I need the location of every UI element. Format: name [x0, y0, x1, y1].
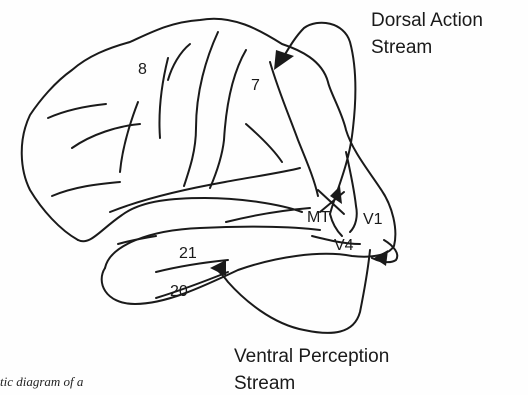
frontal-sulcus-lower	[120, 102, 138, 172]
dorsal-stream-tail	[330, 214, 342, 236]
central-sulcus	[184, 32, 218, 186]
area-8-label: 8	[138, 61, 147, 79]
frontal-bottom-sulcus	[52, 182, 120, 196]
dorsal-stream-path	[284, 23, 356, 214]
frontal-sulcus-short	[168, 44, 190, 80]
precentral-sulcus	[210, 50, 246, 188]
ventral-stream-label-line-2: Stream	[234, 370, 389, 397]
area-20-label: 20	[170, 283, 188, 301]
frontal-sulcus-upper	[159, 58, 168, 138]
area-mt-label: MT	[307, 209, 330, 227]
intraparietal-sulcus	[270, 62, 318, 196]
parietal-sulcus	[246, 124, 282, 162]
principal-sulcus	[48, 104, 106, 118]
temporal-lobe-outline	[78, 198, 302, 241]
dorsal-stream-label: Dorsal Action Stream	[371, 7, 483, 61]
ventral-stream-label-line-1: Ventral Perception	[234, 343, 389, 370]
sulcus-area-20	[156, 272, 228, 298]
area-v1-label: V1	[363, 211, 383, 229]
area-7-label: 7	[251, 77, 260, 95]
ventral-stream-path	[214, 250, 370, 333]
figure-caption-fragment: tic diagram of a	[0, 374, 83, 390]
area-21-label: 21	[179, 245, 197, 263]
area-v4-label: V4	[334, 237, 354, 255]
dorsal-stream-label-line-2: Stream	[371, 34, 483, 61]
temporal-pole-sulcus	[118, 236, 156, 244]
brain-outline	[22, 19, 396, 304]
lunate-sulcus	[346, 152, 357, 232]
superior-temporal-sulcus	[226, 208, 310, 222]
v1-arrowhead-icon	[374, 250, 388, 266]
ventral-stream-label: Ventral Perception Stream	[234, 343, 389, 397]
dorsal-arrowhead-icon	[274, 50, 294, 70]
dorsal-stream-label-line-1: Dorsal Action	[371, 7, 483, 34]
